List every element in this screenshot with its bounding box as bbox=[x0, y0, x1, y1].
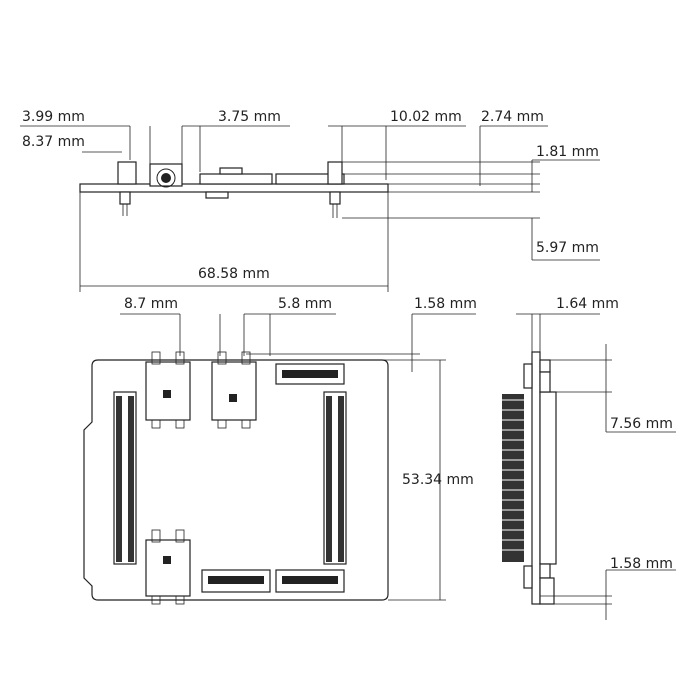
front-view-header-right-pins bbox=[326, 396, 344, 562]
dim-side-1-64: 1.64 mm bbox=[556, 296, 619, 312]
top-view-pins-right bbox=[329, 191, 341, 205]
dim-front-1-58: 1.58 mm bbox=[414, 296, 477, 312]
front-view-header-left-pins bbox=[116, 396, 134, 562]
dim-front-5-8: 5.8 mm bbox=[278, 296, 332, 312]
dim-top-1-81: 1.81 mm bbox=[536, 144, 599, 160]
side-view-pins bbox=[502, 394, 524, 562]
top-view-jack-inner bbox=[161, 173, 171, 183]
top-view-jack-ring bbox=[156, 168, 176, 188]
side-view-header bbox=[539, 391, 557, 565]
top-view-connector-a bbox=[199, 173, 273, 185]
dim-top-3-75: 3.75 mm bbox=[218, 109, 281, 125]
dim-front-8-7: 8.7 mm bbox=[124, 296, 178, 312]
dim-top-2-74: 2.74 mm bbox=[481, 109, 544, 125]
side-view-board bbox=[531, 351, 541, 605]
side-view-comp-bottom-1 bbox=[539, 563, 551, 579]
side-view: 1.64 mm 7.56 mm 1.58 mm bbox=[502, 296, 676, 620]
side-view-left-parts bbox=[523, 363, 533, 389]
dim-top-8-37: 8.37 mm bbox=[22, 134, 85, 150]
dim-top-10-02: 10.02 mm bbox=[390, 109, 462, 125]
side-view-comp-top-1 bbox=[539, 359, 551, 373]
dim-top-68-58: 68.58 mm bbox=[198, 266, 270, 282]
top-view-header-left bbox=[117, 161, 137, 185]
side-view-left-parts-2 bbox=[523, 565, 533, 589]
top-view: 3.99 mm 8.37 mm 3.75 mm 10.02 mm 2.74 mm… bbox=[20, 109, 600, 292]
side-view-comp-top-2 bbox=[539, 371, 551, 393]
front-view-component-3 bbox=[145, 539, 191, 597]
dim-side-1-58: 1.58 mm bbox=[610, 556, 673, 572]
dim-front-53-34: 53.34 mm bbox=[402, 472, 474, 488]
top-view-board bbox=[79, 183, 389, 193]
dim-top-5-97: 5.97 mm bbox=[536, 240, 599, 256]
side-view-comp-bottom-2 bbox=[539, 577, 555, 605]
front-view-component-2 bbox=[211, 361, 257, 421]
front-view: 8.7 mm 5.8 mm 1.58 mm 53.34 mm bbox=[83, 296, 477, 605]
top-view-header-right bbox=[327, 161, 343, 185]
top-view-connector-a-cap bbox=[219, 167, 243, 175]
dim-side-7-56: 7.56 mm bbox=[610, 416, 673, 432]
top-view-pins-left bbox=[119, 191, 131, 205]
top-view-connector-b bbox=[275, 173, 345, 185]
dim-top-3-99: 3.99 mm bbox=[22, 109, 85, 125]
top-view-bottom-part bbox=[205, 191, 229, 199]
